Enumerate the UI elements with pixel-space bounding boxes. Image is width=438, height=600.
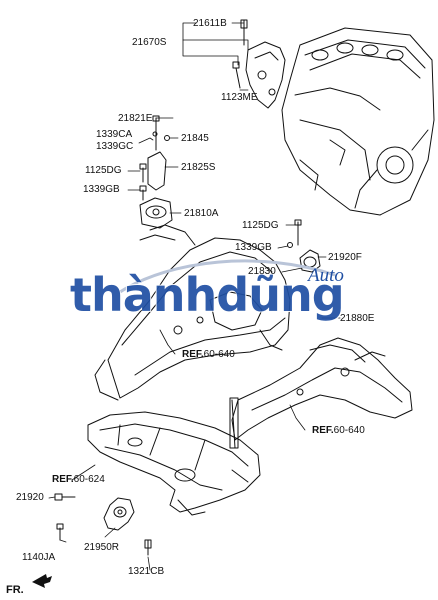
part-label-1339gb-upper: 1339GB xyxy=(83,184,120,195)
engine-mount-21810a xyxy=(139,197,173,229)
part-label-21670s: 21670S xyxy=(132,37,167,48)
ref-label-right: REF.60-640 xyxy=(312,425,365,436)
part-label-1140ja: 1140JA xyxy=(22,552,56,563)
part-label-21825s: 21825S xyxy=(181,162,216,173)
part-label-21920: 21920 xyxy=(16,492,44,503)
front-direction-label: FR. xyxy=(6,584,24,596)
part-label-1339gc: 1339GC xyxy=(96,141,134,152)
part-label-21920f: 21920F xyxy=(328,252,362,263)
part-label-21845: 21845 xyxy=(181,133,209,144)
part-label-21830: 21830 xyxy=(248,266,276,277)
upper-bracket-21670s xyxy=(232,19,286,109)
watermark-brand: thànhdũng xyxy=(70,268,345,322)
engine-block xyxy=(281,27,435,216)
watermark-swoosh xyxy=(119,259,336,294)
engine-mount-bracket-21825s xyxy=(139,115,170,201)
part-label-21821e: 21821E xyxy=(118,113,153,124)
part-label-21611b: 21611B xyxy=(193,18,227,29)
right-side-member xyxy=(229,337,413,449)
part-label-1123me: 1123ME xyxy=(221,92,258,103)
part-label-1339ca: 1339CA xyxy=(96,129,133,140)
watermark-sub: Auto xyxy=(308,265,344,286)
roll-rod-21950r xyxy=(54,493,152,556)
part-label-21880e: 21880E xyxy=(340,313,375,324)
left-side-member xyxy=(94,224,291,401)
front-direction-arrow xyxy=(32,574,52,588)
part-label-1125dg-lower: 1125DG xyxy=(242,220,279,231)
ref-label-subframe: REF.60-624 xyxy=(52,474,105,485)
part-label-1125dg-upper: 1125DG xyxy=(85,165,122,176)
sub-frame xyxy=(87,411,261,516)
part-label-1339gb-lower: 1339GB xyxy=(235,242,272,253)
part-label-1321cb: 1321CB xyxy=(128,566,165,577)
part-label-21950r: 21950R xyxy=(84,542,120,553)
part-label-21810a: 21810A xyxy=(184,208,219,219)
leader-lines xyxy=(48,22,341,571)
ref-label-upper: REF.60-640 xyxy=(182,349,235,360)
